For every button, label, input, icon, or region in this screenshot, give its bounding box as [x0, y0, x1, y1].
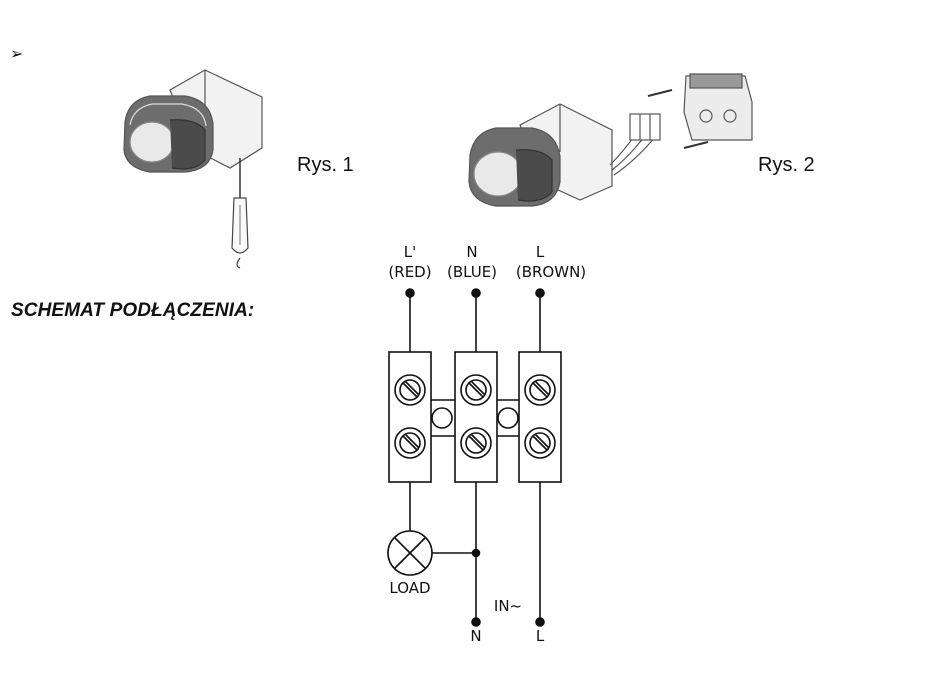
terminal-dot-l-prime: [405, 288, 415, 298]
figure-1-caption: Rys. 1: [297, 154, 354, 176]
terminal-dot-l: [535, 288, 545, 298]
bullet-arrow-icon: ➢: [10, 44, 24, 63]
bottom-label-n: N: [470, 627, 481, 645]
figure-2-caption: Rys. 2: [758, 154, 815, 176]
bottom-label-l: L: [536, 627, 545, 645]
terminal-label-l-prime: L': [404, 243, 416, 261]
screw-terminal-icon: [394, 374, 556, 459]
sensor-exploded-mount-illustration: [468, 73, 753, 207]
schema-heading: SCHEMAT PODŁĄCZENIA:: [11, 300, 255, 321]
terminal-label-l: L: [536, 243, 545, 261]
input-label: IN~: [494, 597, 522, 615]
terminal-block: [388, 351, 562, 483]
terminal-dot-n: [471, 288, 481, 298]
wiring-schematic: [387, 288, 562, 627]
sensor-with-screwdriver-illustration: [123, 69, 263, 269]
terminal-color-blue: (BLUE): [447, 263, 497, 281]
terminal-color-brown: (BROWN): [516, 263, 586, 281]
terminal-label-n: N: [466, 243, 477, 261]
load-label: LOAD: [389, 579, 430, 597]
lamp-load-symbol: [387, 530, 433, 576]
terminal-color-red: (RED): [388, 263, 431, 281]
